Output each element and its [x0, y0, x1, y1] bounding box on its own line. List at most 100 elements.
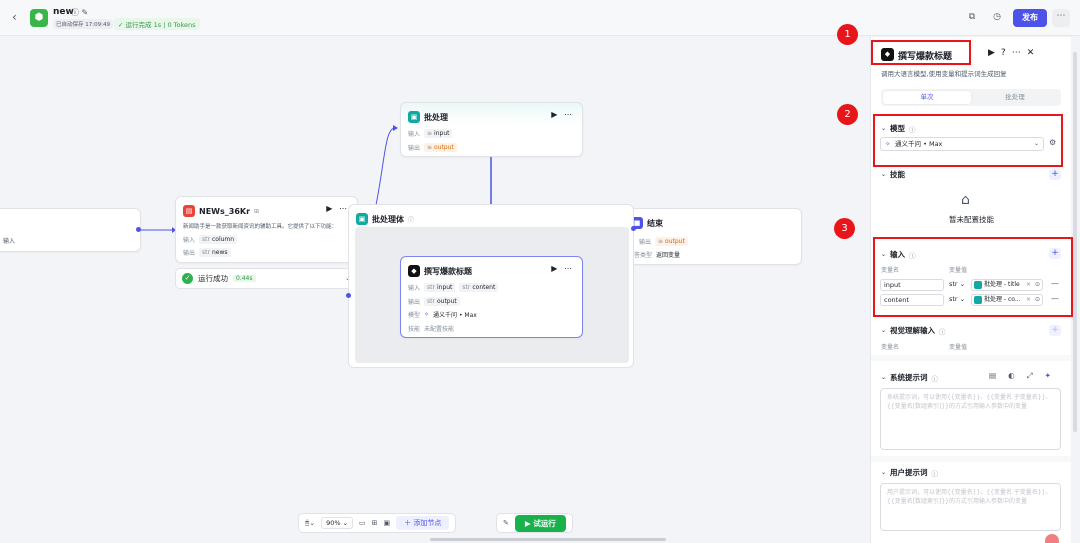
prompt-library-icon[interactable]: ▤ [989, 371, 997, 380]
remove-input-button[interactable]: — [1051, 279, 1059, 288]
workflow-logo-icon: ⬢ [30, 9, 48, 27]
auto-layout-icon[interactable]: ⊞ [371, 519, 378, 527]
start-node-partial[interactable]: 输入 [0, 208, 141, 252]
remove-input-button[interactable]: — [1051, 294, 1059, 303]
user-prompt-header[interactable]: ⌄ 用户提示词 ⓘ [881, 468, 939, 478]
edit-icon[interactable]: ✎ [81, 8, 89, 17]
chevron-down-icon: ⌄ [1033, 140, 1039, 147]
add-input-button[interactable]: + [1049, 248, 1061, 259]
info-icon[interactable]: ⓘ [408, 216, 415, 224]
add-vision-input-button[interactable]: + [1049, 325, 1061, 336]
bulb-icon[interactable]: ◐ [1008, 371, 1015, 380]
tab-single[interactable]: 单次 [883, 91, 971, 104]
annotation-badge-1: 1 [837, 24, 858, 45]
top-bar: ‹ ⬢ new ⓘ ✎ 已自动保存 17:09:49 ✓ 运行完成 1s | 0… [0, 0, 1080, 36]
node-actions[interactable]: ▶ ⋯ [326, 204, 349, 213]
input-type-select[interactable]: str ⌄ [949, 280, 966, 288]
output-label: 输出 [183, 250, 196, 257]
system-prompt-header[interactable]: ⌄ 系统提示词 ⓘ [881, 373, 939, 383]
input-type-select[interactable]: str ⌄ [949, 295, 966, 303]
expand-icon[interactable]: ⤢ [1026, 371, 1033, 380]
annotation-box-2 [873, 114, 1063, 167]
play-icon[interactable]: ▶ [988, 48, 1001, 58]
panel-scrollbar[interactable] [1073, 52, 1077, 432]
panel-description: 调用大语言模型,使用变量和提示词生成回复 [881, 70, 1007, 78]
user-prompt-input[interactable]: 用户提示词，可以使用{{变量名}}、{{变量名.子变量名}}、{{变量名[数组索… [880, 483, 1061, 531]
check-circle-icon: ✓ [118, 21, 124, 29]
chevron-down-icon: ⌄ [881, 327, 887, 334]
llm-icon: ◆ [408, 265, 420, 277]
run-success-bar[interactable]: ✓ 运行成功 0.44s ⌄ [175, 268, 356, 289]
close-icon[interactable]: ✕ [1026, 48, 1041, 58]
app-title: new [53, 7, 74, 17]
annotation-badge-3: 3 [834, 218, 855, 239]
comment-icon[interactable]: ▣ [383, 519, 391, 527]
mouse-mode-icon[interactable]: 🖱⌄ [305, 518, 316, 527]
help-icon[interactable]: ? [1000, 48, 1012, 58]
system-prompt-input[interactable]: 系统提示词，可以使用{{变量名}}、{{变量名.子变量名}}、{{变量名[数组索… [880, 388, 1061, 450]
info-icon: ⓘ [909, 125, 916, 134]
input-section-header[interactable]: ⌄ 输入 ⓘ [881, 250, 916, 260]
col-var-value: 变量值 [949, 267, 968, 274]
assistant-avatar[interactable] [1045, 534, 1059, 543]
input-port[interactable] [346, 293, 351, 298]
output-tag: ≡output [424, 143, 457, 152]
batch-ref-icon [974, 296, 982, 304]
model-section-header[interactable]: ⌄ 模型 ⓘ [881, 124, 916, 134]
copy-icon[interactable]: ⧉ [968, 12, 976, 22]
output-tag: ≡output [655, 237, 688, 246]
node-config-panel: ◆ 撰写爆款标题 ▶?⋯✕ 调用大语言模型,使用变量和提示词生成回复 单次 批处… [870, 37, 1071, 543]
canvas-toolbar: 🖱⌄ 90% ⌄ ▭ ⊞ ▣ ＋ 添加节点 [298, 513, 457, 533]
skills-empty-text: 暂未配置技能 [949, 215, 994, 224]
clear-icon: × [1025, 281, 1031, 288]
model-logo-icon: ✧ [885, 140, 891, 148]
more-menu-button[interactable]: ⋯ [1052, 9, 1070, 27]
model-settings-icon[interactable]: ⚙ [1049, 138, 1057, 147]
node-actions[interactable]: ▶ ⋯ [551, 264, 574, 273]
zoom-select[interactable]: 90% ⌄ [321, 517, 354, 529]
try-run-button[interactable]: ▶ 试运行 [514, 514, 566, 532]
clear-icon: × [1025, 296, 1031, 303]
empty-box-icon: ⌂ [961, 192, 970, 208]
output-port[interactable] [136, 227, 141, 232]
chevron-down-icon: ⌄ [881, 171, 887, 178]
back-arrow-icon[interactable]: ‹ [12, 10, 17, 24]
add-node-button[interactable]: ＋ 添加节点 [396, 516, 450, 530]
end-node[interactable]: ■ 结束 输出 ≡output 回答类型 返回变量 [625, 208, 802, 265]
node-actions[interactable]: ▶ ⋯ [551, 110, 574, 119]
chevron-down-icon[interactable]: ⌄ [345, 275, 350, 282]
vision-section-header[interactable]: ⌄ 视觉理解输入 ⓘ [881, 326, 946, 336]
model-select[interactable]: ✧ 通义千问 • Max ⌄ [880, 137, 1044, 151]
input-name-field[interactable]: input [880, 279, 944, 291]
skills-section-header[interactable]: ⌄ 技能 [881, 170, 906, 179]
tab-batch[interactable]: 批处理 [1005, 93, 1025, 101]
batch-icon: ▣ [408, 111, 420, 123]
panel-title[interactable]: 撰写爆款标题 [898, 52, 953, 62]
add-skill-button[interactable]: + [1049, 169, 1061, 180]
batch-node[interactable]: ▣ 批处理 ▶ ⋯ 输入 ≡input 输出 ≡output [400, 102, 583, 157]
info-icon: ⓘ [939, 327, 946, 336]
input-value-ref[interactable]: 批处理 - co...×⊙ [971, 294, 1043, 306]
node-title: 结束 [647, 218, 663, 228]
minimap-icon[interactable]: ▭ [359, 519, 366, 527]
ai-optimize-icon[interactable]: ✦ [1044, 371, 1051, 380]
llm-icon: ◆ [881, 48, 894, 61]
check-icon: ✓ [182, 273, 193, 284]
info-icon[interactable]: ⓘ [71, 8, 79, 17]
horizontal-scrollbar[interactable] [430, 538, 666, 541]
input-name-field[interactable]: content [880, 294, 944, 306]
info-icon: ⓘ [931, 374, 939, 383]
more-icon[interactable]: ⋯ [1011, 48, 1027, 58]
col-var-name: 变量名 [881, 344, 900, 351]
plugin-node-news[interactable]: ▤ NEWs_36Kr ⊞ ▶ ⋯ 新闻助手是一款获取新闻资讯的辅助工具。它提供… [175, 196, 358, 263]
answer-type-value: 返回变量 [656, 252, 681, 259]
input-value-ref[interactable]: 批处理 - title×⊙ [971, 279, 1043, 291]
section-divider [871, 456, 1071, 462]
chevron-down-icon: ⌄ [881, 251, 887, 258]
test-set-icon[interactable]: ✎ [503, 519, 509, 527]
history-icon[interactable]: ◷ [993, 12, 1001, 22]
publish-button[interactable]: 发布 [1013, 9, 1047, 27]
output-port[interactable] [631, 226, 636, 231]
